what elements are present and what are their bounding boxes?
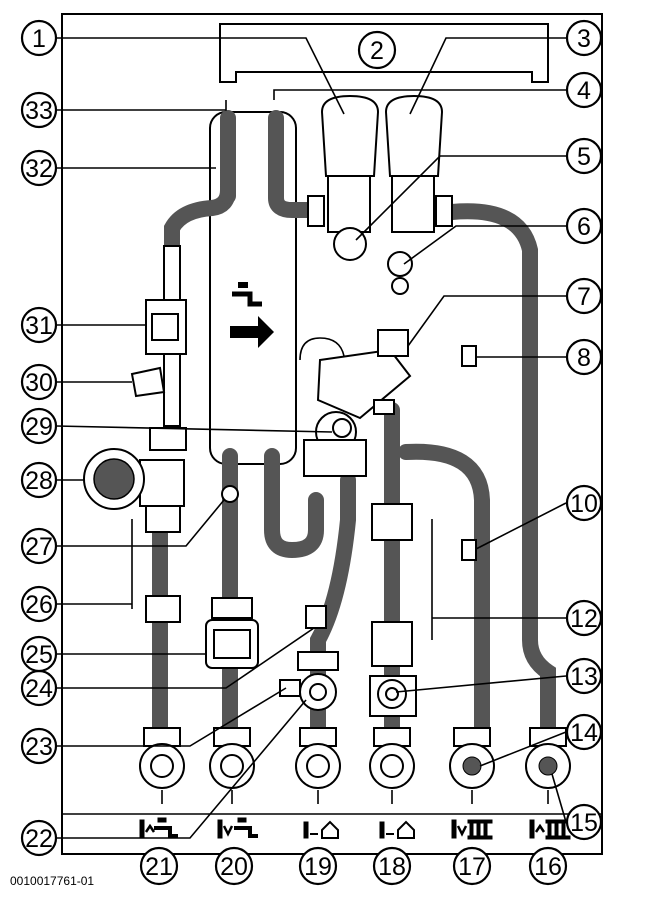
dhw-symbol-icon: [230, 282, 274, 348]
callout-17: 17: [452, 846, 492, 886]
callout-2: 2: [357, 30, 397, 70]
callout-10: 10: [565, 484, 603, 522]
svg-text:19: 19: [304, 853, 332, 881]
callout-25: 25: [20, 635, 58, 673]
callouts: 1 2 3 4 5 6 7 8 10 12 13 14 15 16 17 18 …: [20, 19, 603, 886]
cold-water-inlet-icon: [217, 817, 258, 839]
svg-text:22: 22: [25, 825, 53, 853]
callout-18: 18: [372, 846, 412, 886]
callout-23: 23: [20, 727, 58, 765]
heating-unions: [305, 345, 477, 667]
service-valves: [279, 651, 417, 717]
callout-6: 6: [565, 207, 603, 245]
svg-text:20: 20: [220, 853, 248, 881]
svg-text:10: 10: [570, 490, 598, 518]
leader-lines: [55, 37, 567, 839]
callout-31: 31: [20, 306, 58, 344]
callout-20: 20: [214, 846, 254, 886]
pump-valves: [307, 94, 453, 295]
callout-7: 7: [565, 277, 603, 315]
svg-text:1: 1: [32, 25, 46, 53]
pipes: [152, 110, 556, 736]
svg-text:29: 29: [25, 413, 53, 441]
callout-29: 29: [20, 407, 58, 445]
callout-13: 13: [565, 657, 603, 695]
svg-text:15: 15: [570, 809, 598, 837]
svg-text:6: 6: [577, 213, 591, 241]
connection-pictograms: [139, 817, 571, 840]
figure-id: 0010017761-01: [10, 874, 95, 888]
svg-text:27: 27: [25, 533, 53, 561]
svg-text:3: 3: [577, 25, 591, 53]
bottom-valves: [139, 727, 571, 804]
svg-text:16: 16: [534, 853, 562, 881]
svg-text:21: 21: [145, 853, 173, 881]
callout-5: 5: [565, 137, 603, 175]
svg-text:18: 18: [378, 853, 406, 881]
svg-text:14: 14: [570, 719, 598, 747]
svg-text:23: 23: [25, 733, 53, 761]
callout-4: 4: [565, 71, 603, 109]
callout-33: 33: [20, 91, 58, 129]
svg-text:13: 13: [570, 663, 598, 691]
callout-16: 16: [528, 846, 568, 886]
dhw-outlet-icon: [139, 817, 178, 839]
svg-text:12: 12: [570, 605, 598, 633]
svg-text:24: 24: [25, 675, 53, 703]
svg-text:5: 5: [577, 143, 591, 171]
svg-text:17: 17: [458, 853, 486, 881]
callout-3: 3: [565, 19, 603, 57]
cold-water-components: [83, 299, 259, 669]
svg-text:31: 31: [25, 312, 53, 340]
svg-text:8: 8: [577, 344, 591, 372]
callout-30: 30: [20, 363, 58, 401]
svg-text:26: 26: [25, 591, 53, 619]
svg-text:32: 32: [25, 155, 53, 183]
return-from-cylinder-icon: [379, 820, 415, 839]
callout-26: 26: [20, 585, 58, 623]
callout-8: 8: [565, 338, 603, 376]
callout-27: 27: [20, 527, 58, 565]
svg-text:33: 33: [25, 97, 53, 125]
callout-19: 19: [298, 846, 338, 886]
callout-21: 21: [139, 846, 179, 886]
callout-24: 24: [20, 669, 58, 707]
three-way-valve: [299, 329, 412, 477]
callout-32: 32: [20, 149, 58, 187]
callout-15: 15: [565, 803, 603, 841]
flow-to-cylinder-icon: [303, 820, 339, 839]
heating-return-icon: [451, 819, 493, 840]
svg-text:7: 7: [577, 283, 591, 311]
callout-14: 14: [565, 713, 603, 751]
svg-text:25: 25: [25, 641, 53, 669]
callout-22: 22: [20, 819, 58, 857]
svg-text:28: 28: [25, 467, 53, 495]
callout-1: 1: [20, 19, 58, 57]
heating-flow-icon: [529, 819, 571, 840]
svg-text:30: 30: [25, 369, 53, 397]
callout-12: 12: [565, 599, 603, 637]
callout-28: 28: [20, 461, 58, 499]
svg-text:4: 4: [577, 77, 591, 105]
svg-text:2: 2: [370, 37, 384, 65]
